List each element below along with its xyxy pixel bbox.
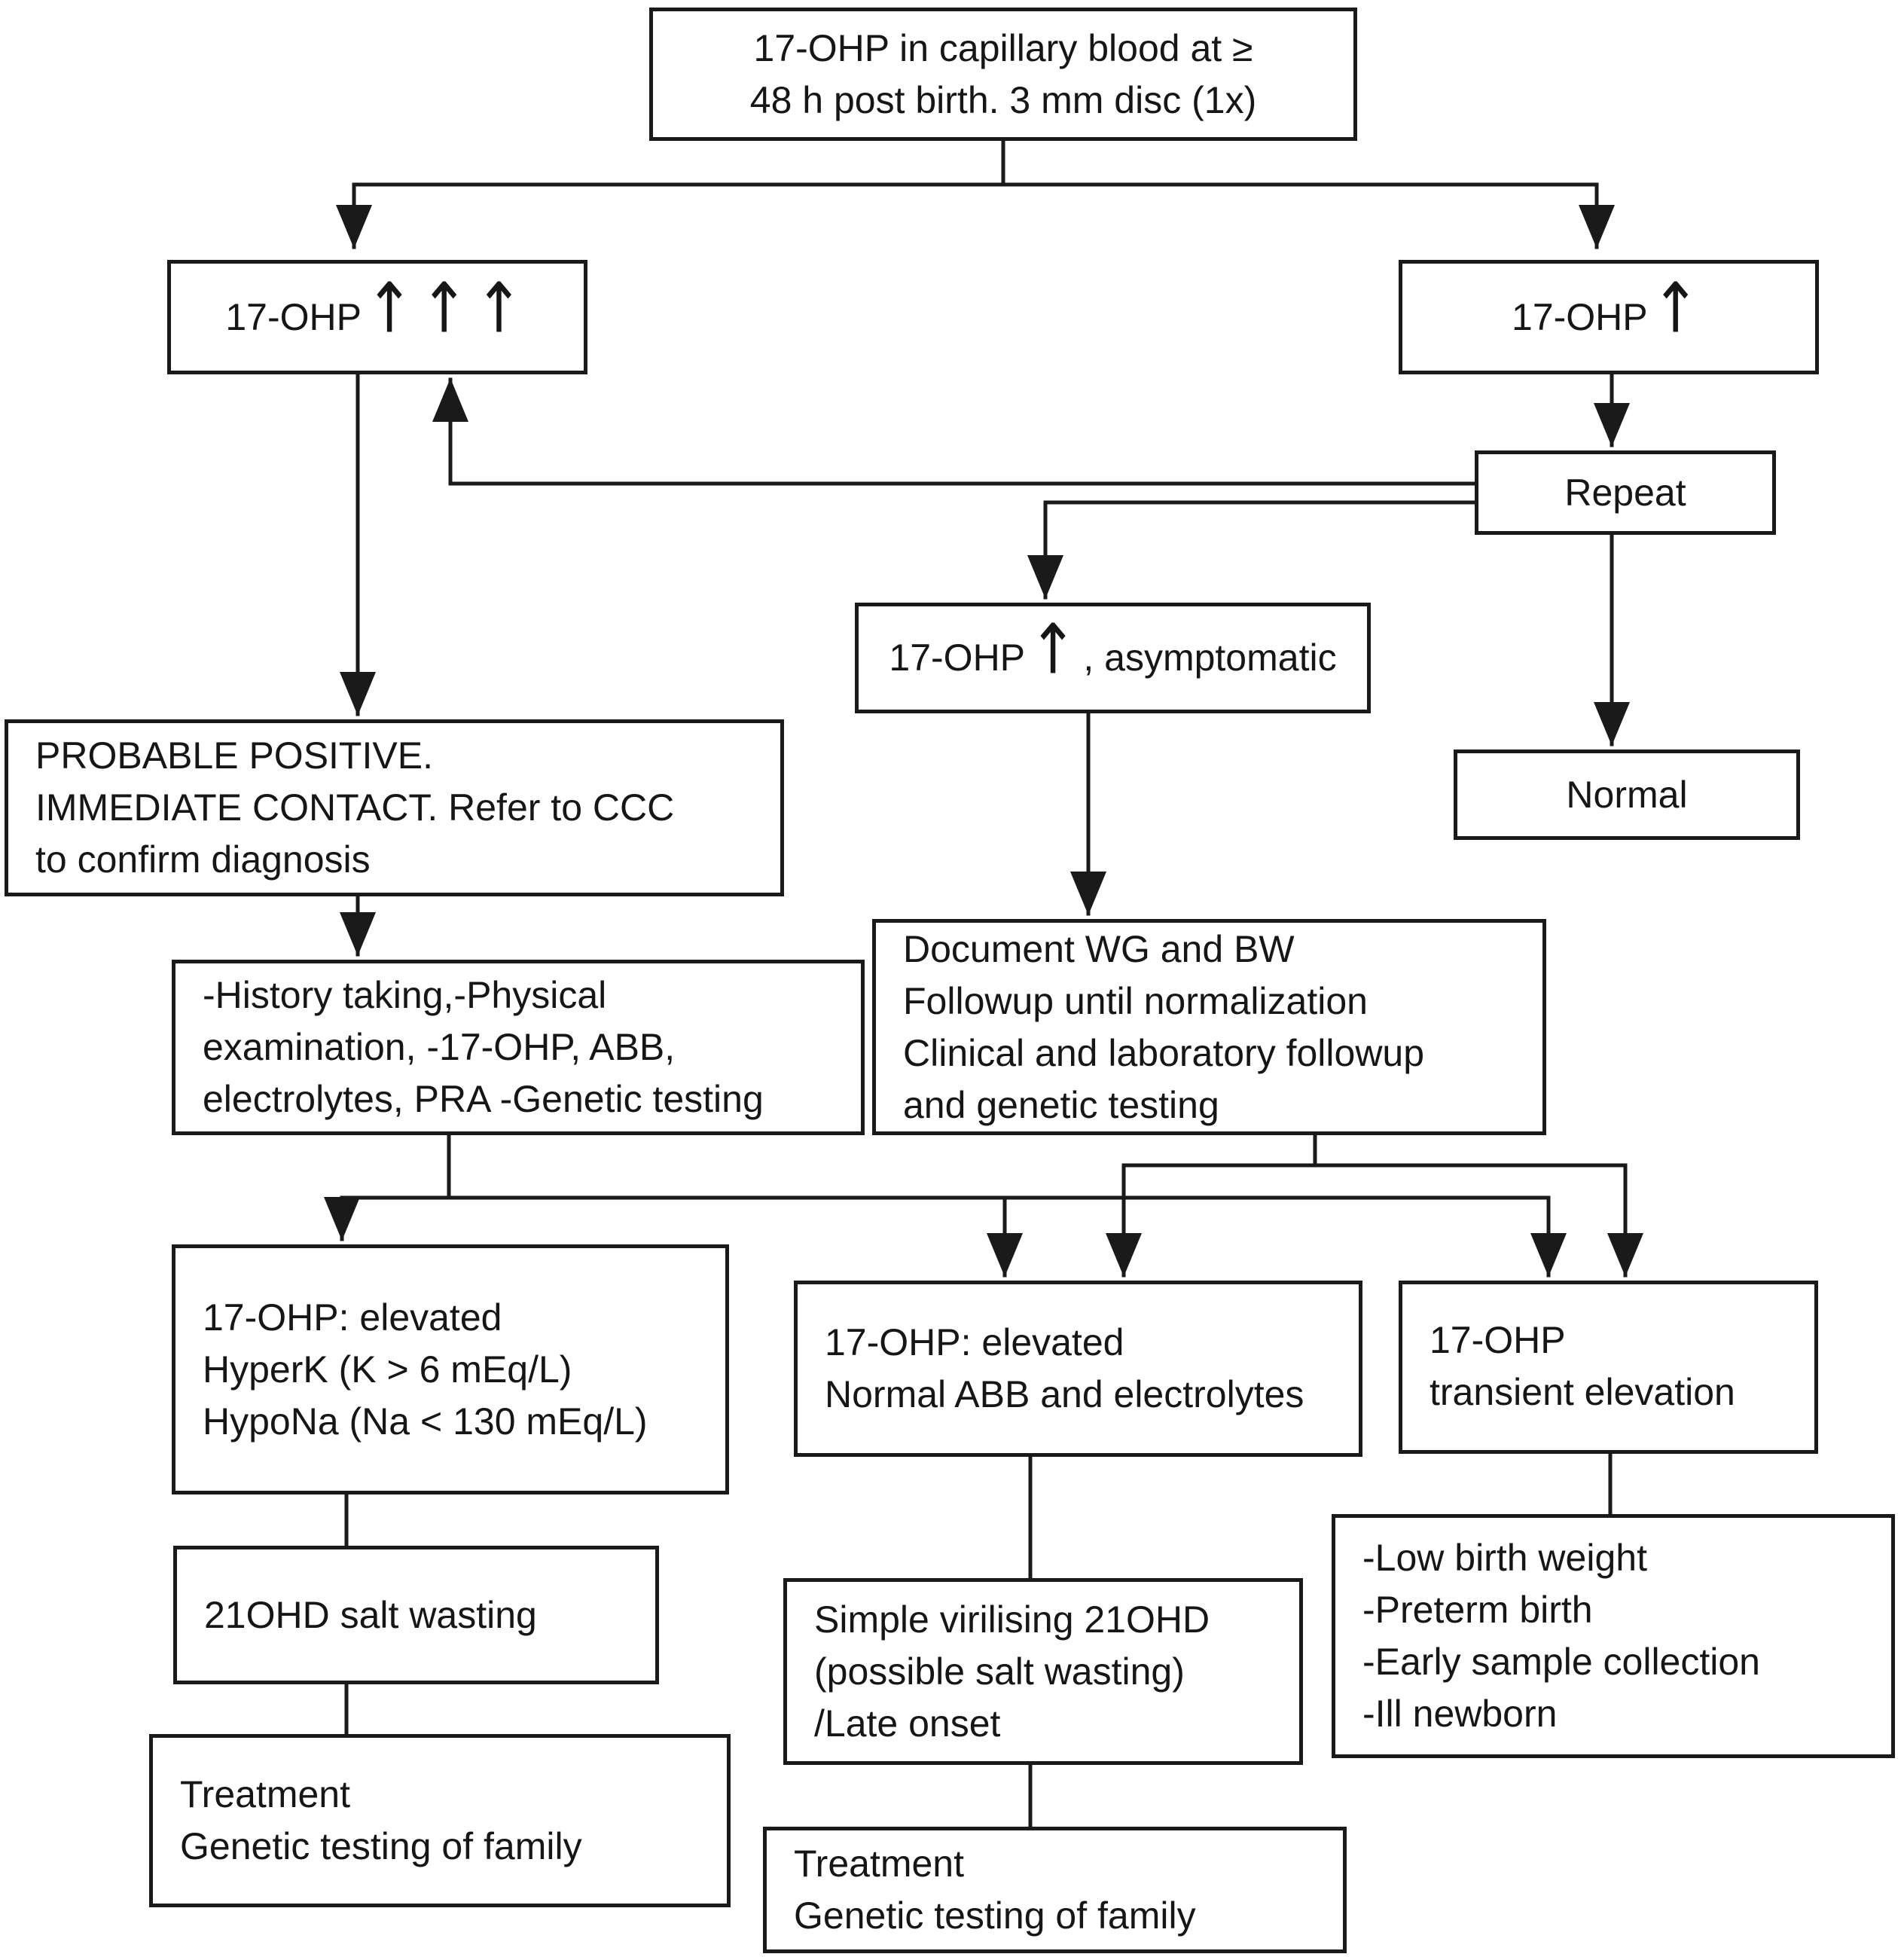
node-normal-label: Normal <box>1566 773 1688 816</box>
node-ohp-asymptomatic-suffix: , asymptomatic <box>1083 637 1337 679</box>
connector-screening-split <box>352 139 1599 187</box>
node-screening-line1: 17-OHP in capillary blood at ≥ <box>753 26 1253 69</box>
node-transient-causes-line3: -Early sample collection <box>1362 1641 1760 1683</box>
node-ohp-raised-label: 17-OHP <box>1512 295 1648 338</box>
node-ohp-very-high: 17-OHP ↑↑↑ <box>167 260 587 374</box>
node-treatment-left-line1: Treatment <box>180 1773 351 1815</box>
node-transient-causes: -Low birth weight -Preterm birth -Early … <box>1332 1514 1895 1758</box>
node-screening-line2: 48 h post birth. 3 mm disc (1x) <box>749 78 1257 121</box>
node-treatment-left: Treatment Genetic testing of family <box>149 1734 731 1907</box>
node-simple-virilising-dx-line2: (possible salt wasting) <box>814 1650 1185 1693</box>
node-followup-line3: Clinical and laboratory followup <box>903 1031 1425 1074</box>
node-transient-line1: 17-OHP <box>1430 1319 1566 1361</box>
node-ohp-very-high-label-row: 17-OHP ↑↑↑ <box>225 269 529 350</box>
node-workup-line2: examination, -17-OHP, ABB, <box>203 1026 676 1068</box>
node-ohp-asymptomatic-label-row: 17-OHP ↑ , asymptomatic <box>889 609 1337 690</box>
node-transient-causes-line4: -Ill newborn <box>1362 1693 1558 1735</box>
node-salt-wasting-labs-line1: 17-OHP: elevated <box>203 1296 502 1339</box>
node-workup: -History taking,-Physical examination, -… <box>172 960 865 1135</box>
node-probable-positive-line3: to confirm diagnosis <box>35 838 371 881</box>
node-transient-causes-line2: -Preterm birth <box>1362 1589 1593 1631</box>
node-virilising-labs-line1: 17-OHP: elevated <box>825 1321 1124 1363</box>
node-followup: Document WG and BW Followup until normal… <box>872 919 1546 1135</box>
node-repeat: Repeat <box>1475 450 1776 535</box>
node-probable-positive-line2: IMMEDIATE CONTACT. Refer to CCC <box>35 786 675 829</box>
node-workup-line3: electrolytes, PRA -Genetic testing <box>203 1078 764 1120</box>
node-virilising-labs-line2: Normal ABB and electrolytes <box>825 1373 1304 1415</box>
node-followup-line4: and genetic testing <box>903 1083 1219 1126</box>
node-followup-line1: Document WG and BW <box>903 927 1295 970</box>
node-treatment-mid-line1: Treatment <box>794 1843 965 1885</box>
node-ohp-asymptomatic-label: 17-OHP <box>889 637 1026 679</box>
node-ohp-raised-label-row: 17-OHP ↑ <box>1512 269 1706 350</box>
node-transient: 17-OHP transient elevation <box>1399 1281 1818 1454</box>
node-simple-virilising-dx-line3: /Late onset <box>814 1702 1001 1745</box>
node-salt-wasting-labs: 17-OHP: elevated HyperK (K > 6 mEq/L) Hy… <box>172 1244 729 1494</box>
node-transient-causes-line1: -Low birth weight <box>1362 1537 1647 1579</box>
node-probable-positive-line1: PROBABLE POSITIVE. <box>35 734 433 777</box>
node-virilising-labs: 17-OHP: elevated Normal ABB and electrol… <box>794 1281 1362 1457</box>
node-repeat-label: Repeat <box>1564 471 1686 514</box>
node-screening: 17-OHP in capillary blood at ≥ 48 h post… <box>649 8 1357 141</box>
node-treatment-left-line2: Genetic testing of family <box>180 1825 582 1867</box>
node-salt-wasting-labs-line3: HypoNa (Na < 130 mEq/L) <box>203 1400 648 1443</box>
node-salt-wasting-dx: 21OHD salt wasting <box>173 1546 659 1684</box>
node-probable-positive: PROBABLE POSITIVE. IMMEDIATE CONTACT. Re… <box>5 719 784 896</box>
node-simple-virilising-dx-line1: Simple virilising 21OHD <box>814 1598 1210 1641</box>
node-workup-line1: -History taking,-Physical <box>203 974 607 1016</box>
node-ohp-asymptomatic: 17-OHP ↑ , asymptomatic <box>855 603 1371 713</box>
node-treatment-mid-line2: Genetic testing of family <box>794 1894 1196 1937</box>
node-ohp-very-high-label: 17-OHP <box>225 295 362 338</box>
connector-followup-branch-rail <box>1121 1133 1628 1168</box>
node-transient-line2: transient elevation <box>1430 1371 1735 1413</box>
connector-workup-branch-rail <box>340 1133 1551 1200</box>
node-salt-wasting-dx-label: 21OHD salt wasting <box>204 1593 537 1636</box>
node-simple-virilising-dx: Simple virilising 21OHD (possible salt w… <box>783 1578 1303 1765</box>
node-treatment-mid: Treatment Genetic testing of family <box>763 1827 1347 1953</box>
node-salt-wasting-labs-line2: HyperK (K > 6 mEq/L) <box>203 1348 572 1391</box>
node-followup-line2: Followup until normalization <box>903 979 1368 1022</box>
node-ohp-raised: 17-OHP ↑ <box>1399 260 1819 374</box>
node-normal: Normal <box>1454 750 1800 840</box>
